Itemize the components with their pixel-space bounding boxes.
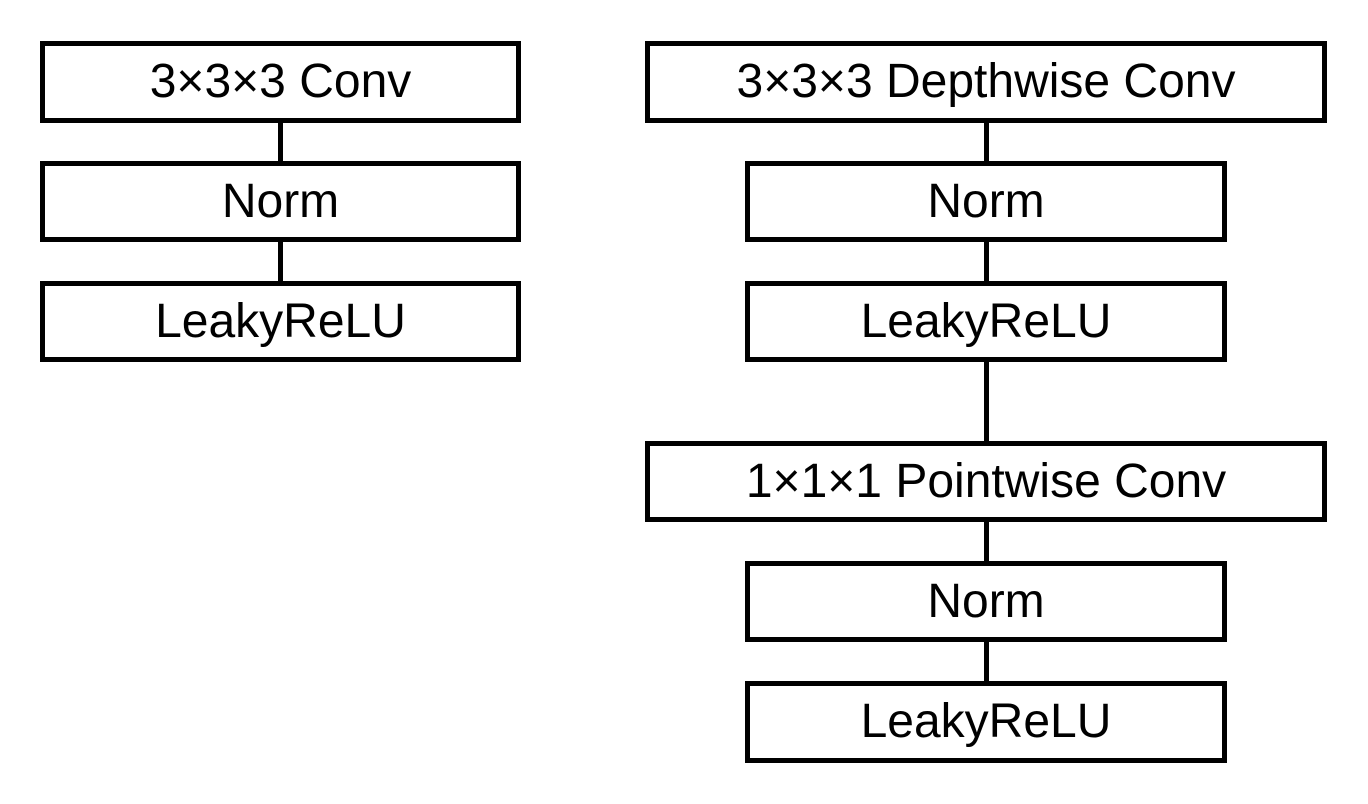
node-leakyrelu: LeakyReLU bbox=[745, 681, 1227, 763]
connector-line bbox=[984, 120, 989, 164]
node-label: LeakyReLU bbox=[860, 294, 1112, 348]
node-label: 3×3×3 Depthwise Conv bbox=[736, 55, 1236, 108]
node-norm: Norm bbox=[745, 561, 1227, 642]
node-conv-3x3x3: 3×3×3 Conv bbox=[40, 41, 521, 123]
node-label: 3×3×3 Conv bbox=[149, 55, 412, 108]
connector-line bbox=[278, 120, 283, 164]
node-leakyrelu: LeakyReLU bbox=[745, 281, 1227, 362]
node-label: 1×1×1 Pointwise Conv bbox=[745, 454, 1227, 508]
node-norm: Norm bbox=[40, 161, 521, 242]
node-label: Norm bbox=[927, 174, 1045, 228]
node-norm: Norm bbox=[745, 161, 1227, 242]
node-depthwise-conv-3x3x3: 3×3×3 Depthwise Conv bbox=[645, 41, 1327, 123]
node-label: LeakyReLU bbox=[155, 294, 406, 348]
connector-line bbox=[278, 239, 283, 284]
node-pointwise-conv-1x1x1: 1×1×1 Pointwise Conv bbox=[645, 441, 1327, 522]
node-label: Norm bbox=[927, 574, 1045, 628]
node-label: Norm bbox=[221, 174, 340, 228]
connector-line bbox=[984, 239, 989, 284]
connector-line bbox=[984, 359, 989, 444]
connector-line bbox=[984, 639, 989, 684]
node-label: LeakyReLU bbox=[860, 695, 1112, 748]
node-leakyrelu: LeakyReLU bbox=[40, 281, 521, 362]
connector-line bbox=[984, 519, 989, 564]
